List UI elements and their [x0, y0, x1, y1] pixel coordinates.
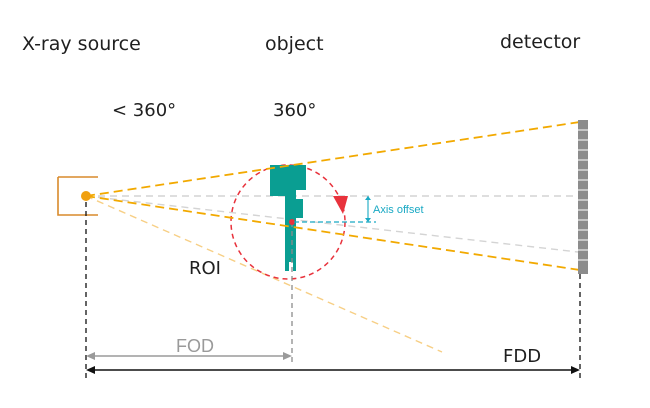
fod-arrow-right — [283, 352, 292, 360]
faint-beam-line — [85, 195, 443, 353]
object-heading: object — [265, 33, 324, 55]
xray-source-box-icon — [57, 176, 98, 216]
axis-offset-arrow-top — [365, 196, 371, 200]
roi-label: ROI — [189, 258, 221, 279]
rotation-arrow-icon — [333, 196, 348, 214]
object-sample-icon — [270, 165, 306, 271]
axis-offset-label: Axis offset — [373, 204, 424, 216]
source-rotation-label: < 360° — [112, 100, 176, 121]
beam-upper-edge — [85, 121, 581, 197]
detector-bar-icon — [578, 120, 588, 274]
fdd-label: FDD — [503, 346, 541, 367]
source-heading: X-ray source — [22, 33, 141, 55]
detector-heading: detector — [500, 31, 580, 53]
object-rotation-label: 360° — [273, 100, 316, 121]
object-notch — [289, 262, 293, 271]
fod-label: FOD — [176, 336, 214, 356]
xray-focal-spot — [81, 191, 91, 201]
rotation-center-dot — [289, 219, 295, 225]
axis-offset-arrow-bottom — [365, 218, 371, 222]
fdd-arrow-right — [571, 366, 580, 374]
fdd-arrow-left — [86, 366, 95, 374]
offset-ray — [85, 195, 579, 253]
fod-arrow-left — [86, 352, 95, 360]
beam-lower-edge — [85, 195, 581, 271]
